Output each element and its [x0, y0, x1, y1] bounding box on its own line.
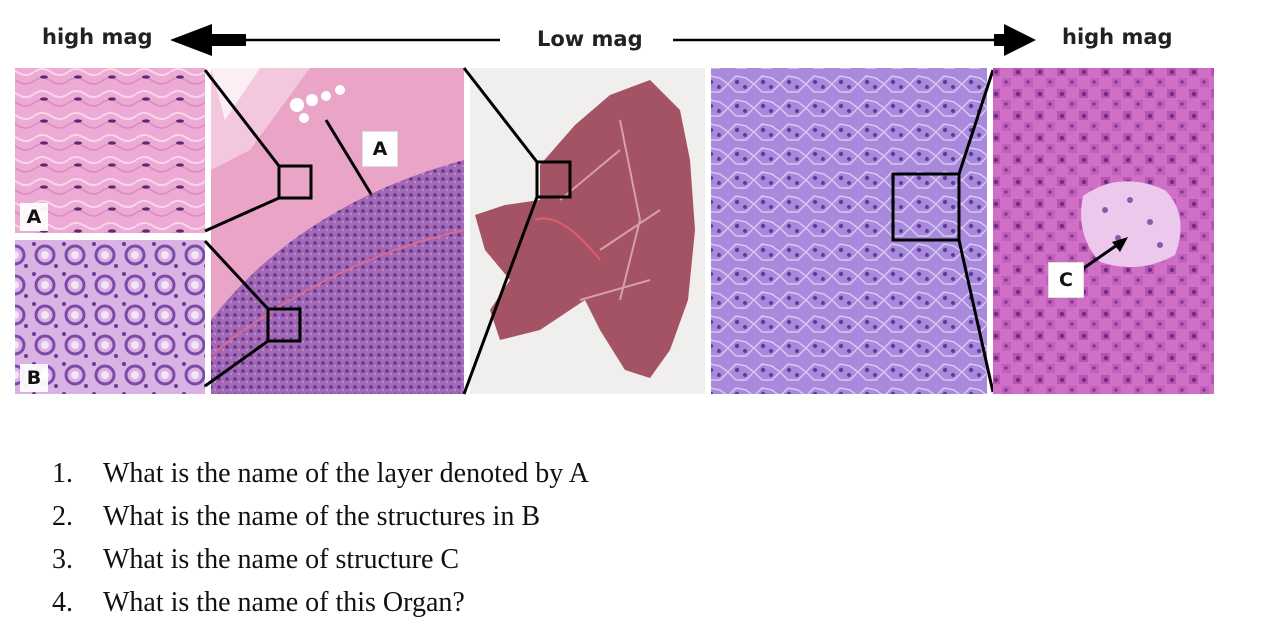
question-item: 4. What is the name of this Organ? [52, 581, 589, 624]
marker-a-layer: A [362, 131, 398, 167]
zoom-lines-center [462, 67, 539, 395]
zoom-lines-left [203, 69, 281, 388]
question-number: 4. [52, 587, 73, 618]
low-mag-label: Low mag [537, 27, 643, 51]
high-mag-left-label: high mag [42, 25, 153, 49]
question-number: 3. [52, 544, 73, 575]
question-item: 2. What is the name of the structures in … [52, 495, 589, 538]
question-number: 1. [52, 458, 73, 489]
question-text: What is the name of this Organ? [103, 587, 465, 618]
marker-b-panel: B [20, 364, 48, 392]
zoom-lines-right [957, 69, 995, 393]
panel-wall-section [210, 68, 465, 394]
marker-a-panel: A [20, 203, 48, 231]
question-text: What is the name of the layer denoted by… [103, 458, 589, 489]
marker-c-structure: C [1048, 262, 1084, 298]
panel-low-mag-organ [470, 68, 705, 394]
question-text: What is the name of structure C [103, 544, 460, 575]
high-mag-right-label: high mag [1062, 25, 1173, 49]
question-number: 2. [52, 501, 73, 532]
question-list: 1. What is the name of the layer denoted … [52, 452, 589, 624]
question-item: 1. What is the name of the layer denoted … [52, 452, 589, 495]
question-text: What is the name of the structures in B [103, 501, 540, 532]
question-item: 3. What is the name of structure C [52, 538, 589, 581]
magnification-arrow [170, 24, 1036, 56]
panel-acinar-tissue [711, 68, 987, 394]
panel-islet-high-mag [993, 68, 1214, 394]
